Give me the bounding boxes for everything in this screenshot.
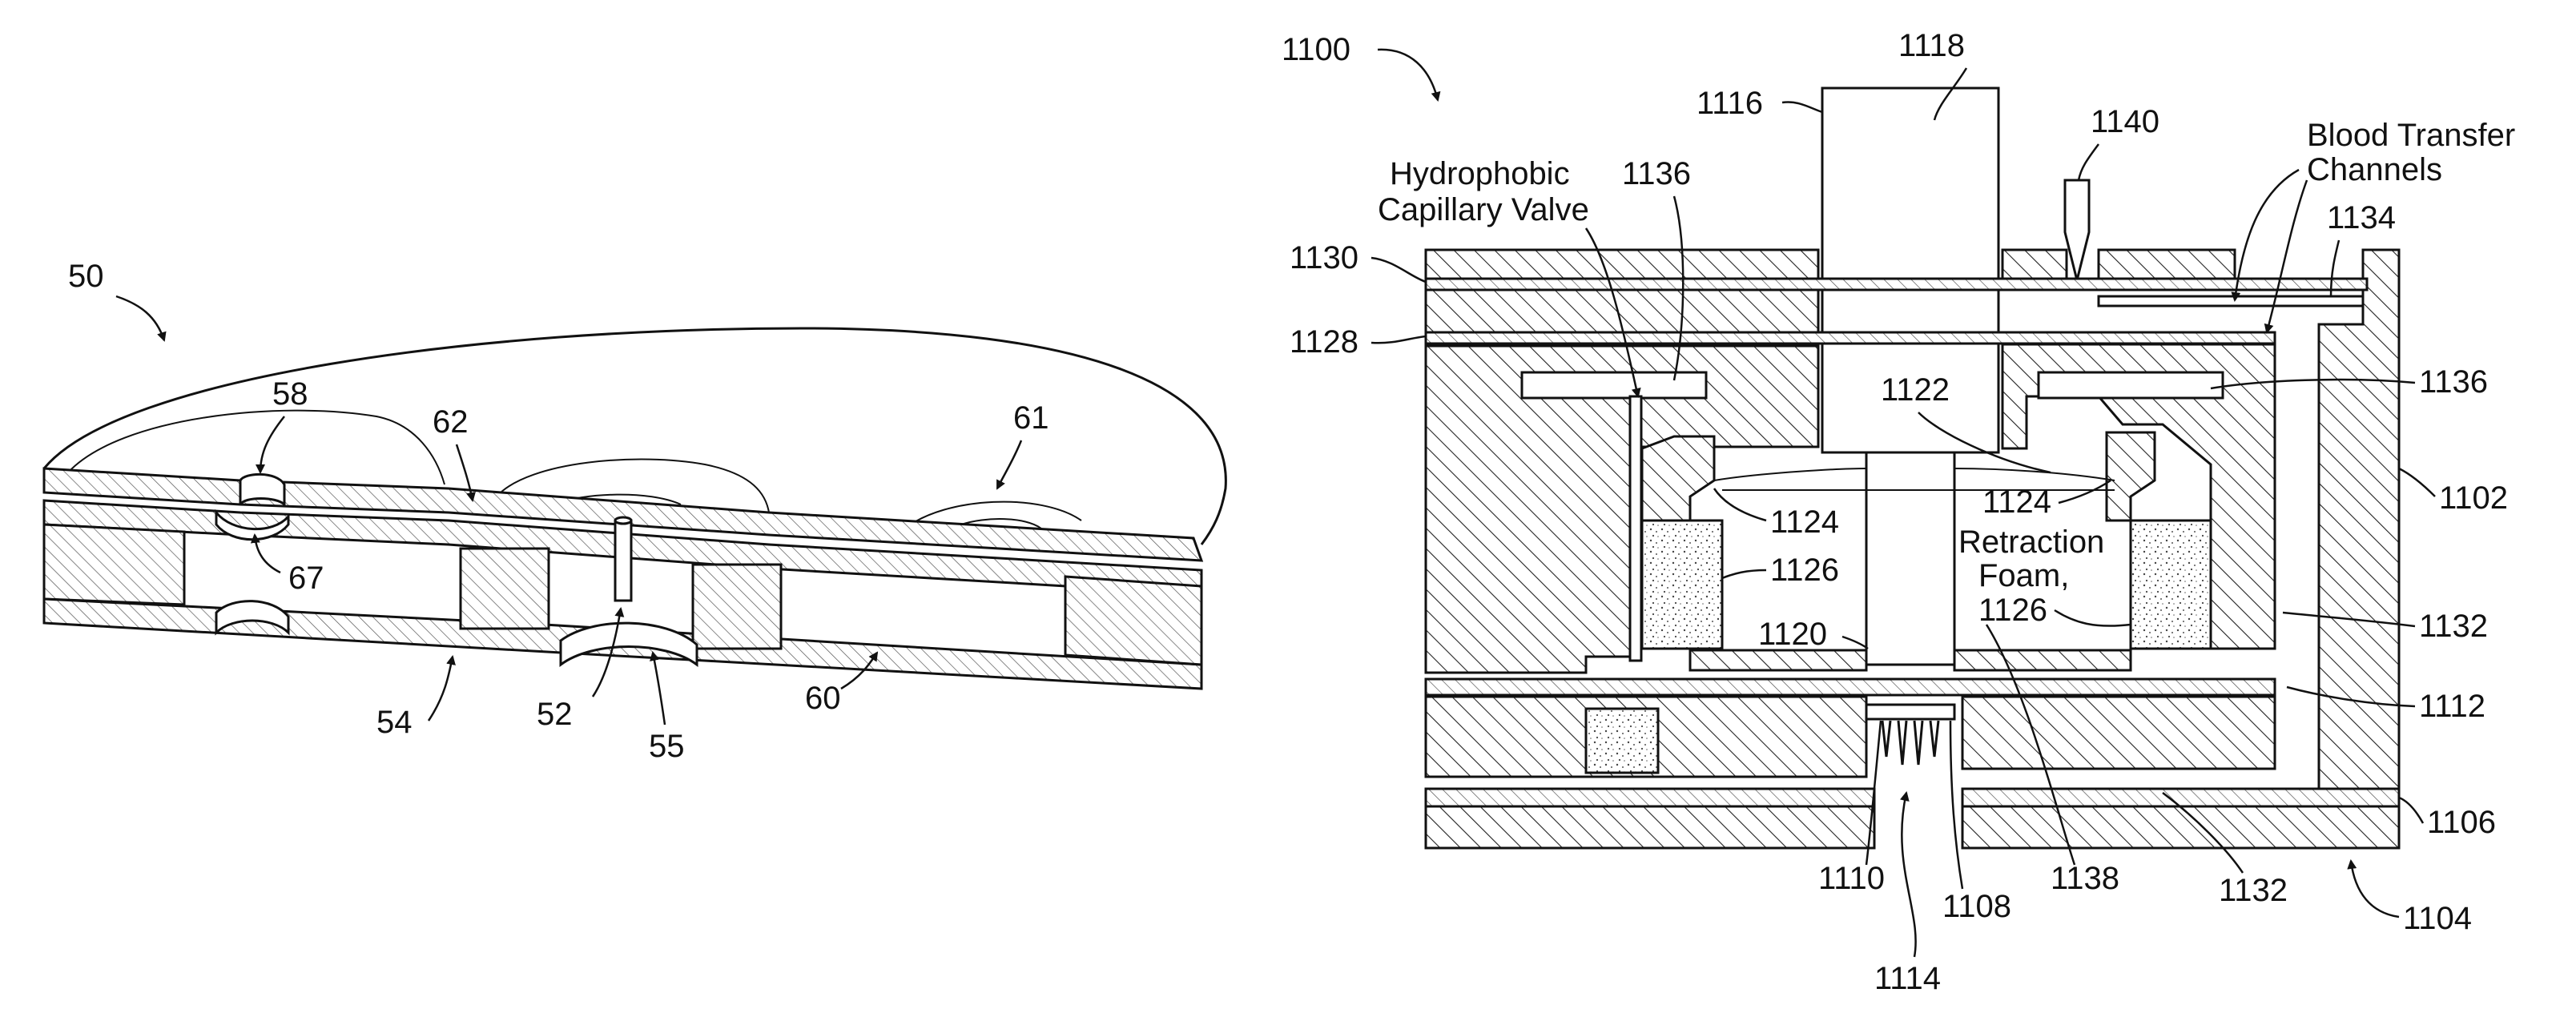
label-54: 54 (376, 705, 413, 740)
right-device-figure: 1100 1118 1116 1140 Blood Transfer Chann… (1282, 28, 2515, 996)
pillar-3 (1065, 577, 1201, 665)
left-device-figure: 50 58 62 61 67 54 52 55 60 (44, 259, 1226, 764)
plunger-shaft (1866, 452, 1954, 665)
label-67: 67 (288, 561, 324, 596)
lancet-1140 (2065, 180, 2089, 280)
label-1124a: 1124 (1770, 504, 1839, 540)
label-hydro-2: Capillary Valve (1378, 192, 1589, 227)
base-plate-right (1962, 806, 2399, 848)
label-58: 58 (272, 376, 308, 412)
label-1132b: 1132 (2219, 873, 2288, 908)
label-blood-2: Channels (2307, 152, 2442, 187)
capillary-channel (1522, 372, 1706, 398)
label-1122: 1122 (1881, 372, 1950, 408)
label-1110: 1110 (1818, 861, 1885, 896)
foam-left (1642, 521, 1722, 649)
outer-wall-1102 (2319, 250, 2399, 801)
label-1140: 1140 (2091, 104, 2159, 139)
label-50: 50 (68, 259, 104, 294)
label-retraction-3: 1126 (1978, 593, 2047, 628)
label-1116: 1116 (1697, 86, 1763, 121)
label-1126: 1126 (1770, 553, 1839, 588)
left-wall (44, 525, 184, 605)
layer-1130 (1426, 279, 2367, 290)
label-retraction-1: Retraction (1958, 525, 2104, 560)
base-plate-left (1426, 806, 1874, 848)
pillar-2 (693, 565, 781, 649)
lower-mid-block (1690, 650, 1866, 670)
label-1138: 1138 (2051, 861, 2119, 896)
pillar-1 (461, 549, 549, 629)
label-hydro-1: Hydrophobic (1390, 156, 1570, 191)
label-retraction-2: Foam, (1978, 558, 2069, 593)
label-60: 60 (805, 681, 841, 716)
bottom-right-block (1962, 697, 2275, 769)
label-62: 62 (433, 404, 469, 440)
needle-hub (1866, 705, 1954, 719)
label-blood-1: Blood Transfer (2307, 118, 2515, 153)
microneedles (1882, 721, 1938, 765)
label-1120: 1120 (1758, 617, 1827, 652)
label-1106: 1106 (2427, 805, 2496, 840)
label-55: 55 (649, 729, 685, 764)
foam-right (2131, 521, 2211, 649)
label-1102: 1102 (2439, 480, 2508, 516)
layer-1112 (1426, 679, 2275, 695)
label-61: 61 (1013, 400, 1049, 436)
foam-bottom (1586, 709, 1658, 773)
label-1124b: 1124 (1982, 484, 2051, 520)
label-1118: 1118 (1898, 28, 1965, 63)
layer-1128 (1426, 332, 2275, 344)
label-1114: 1114 (1874, 961, 1941, 996)
label-1104: 1104 (2403, 901, 2472, 936)
label-1136a: 1136 (1622, 156, 1691, 191)
label-1128: 1128 (1290, 324, 1358, 360)
label-52: 52 (537, 697, 573, 732)
label-1100: 1100 (1282, 32, 1350, 67)
label-1136b: 1136 (2419, 364, 2488, 400)
label-1112: 1112 (2419, 689, 2485, 724)
base-layer (1426, 789, 1874, 806)
label-1134: 1134 (2327, 200, 2396, 235)
label-1108: 1108 (1942, 889, 2011, 924)
label-1130: 1130 (1290, 240, 1358, 275)
label-1132a: 1132 (2419, 609, 2488, 644)
needle-52 (615, 521, 631, 601)
chamber-right (2107, 432, 2155, 521)
